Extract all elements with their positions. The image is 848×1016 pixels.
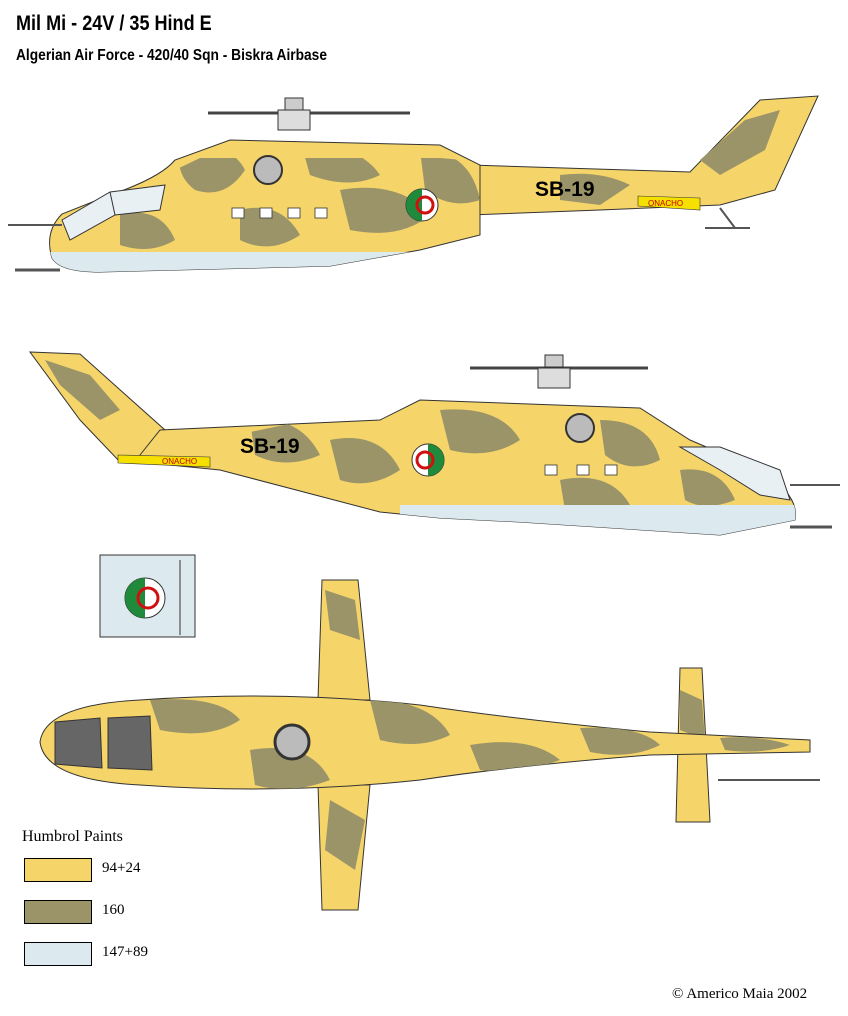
- legend-title: Humbrol Paints: [22, 828, 123, 845]
- tail-text-right: ONACHO: [162, 457, 197, 466]
- paint-swatch-sand: [24, 858, 92, 882]
- right-profile-view: ONACHO SB-19: [28, 351, 840, 536]
- page-title: Mil Mi - 24V / 35 Hind E: [16, 12, 212, 35]
- top-view: [39, 579, 820, 911]
- copyright-text: © Americo Maia 2002: [672, 986, 808, 1002]
- tail-text-left: ONACHO: [648, 199, 683, 208]
- paint-label-sand: 94+24: [102, 860, 141, 876]
- paint-label-olive: 160: [102, 902, 125, 918]
- left-profile-view: ONACHO SB-19: [8, 95, 819, 273]
- paint-swatch-olive: [24, 900, 92, 924]
- underside-detail: [99, 554, 196, 638]
- page-subtitle: Algerian Air Force - 420/40 Sqn - Biskra…: [16, 47, 327, 64]
- serial-left: SB-19: [535, 178, 595, 201]
- paint-label-underside: 147+89: [102, 944, 148, 960]
- serial-right: SB-19: [240, 435, 300, 458]
- paint-swatch-underside: [24, 942, 92, 966]
